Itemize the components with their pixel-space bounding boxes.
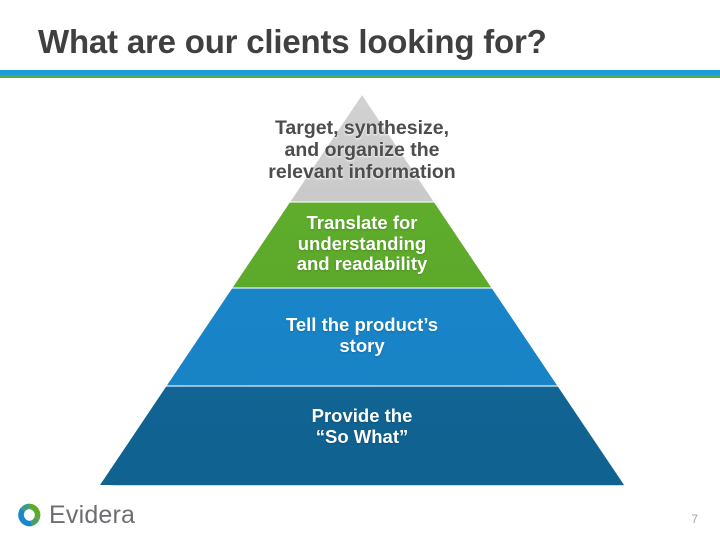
divider-rule-green — [0, 75, 720, 78]
pyramid-tier-green-fill — [100, 202, 624, 288]
pyramid-separator-2 — [100, 287, 624, 289]
pyramid-tier-gray-fill — [100, 95, 624, 202]
page-number: 7 — [691, 512, 698, 526]
brand-logo: Evidera — [16, 498, 135, 532]
pyramid-separator-3 — [100, 385, 624, 387]
brand-wordmark: Evidera — [49, 500, 136, 529]
pyramid-diagram: Target, synthesize, and organize the rel… — [100, 88, 625, 492]
pyramid-tier-translate[interactable] — [100, 202, 624, 288]
pyramid-tier-product-story[interactable] — [100, 288, 624, 386]
divider-rule-blue — [0, 70, 720, 75]
pyramid-tier-blue-fill — [100, 288, 624, 386]
pyramid-tier-target-synthesize[interactable] — [100, 88, 624, 202]
page-title: What are our clients looking for? — [38, 23, 547, 60]
pyramid-separator-1 — [100, 201, 624, 203]
header-divider — [0, 70, 720, 78]
pyramid-tier-dark-blue-fill — [100, 386, 624, 485]
pyramid-tier-so-what[interactable] — [100, 386, 624, 485]
evidera-ring-icon — [18, 503, 41, 527]
